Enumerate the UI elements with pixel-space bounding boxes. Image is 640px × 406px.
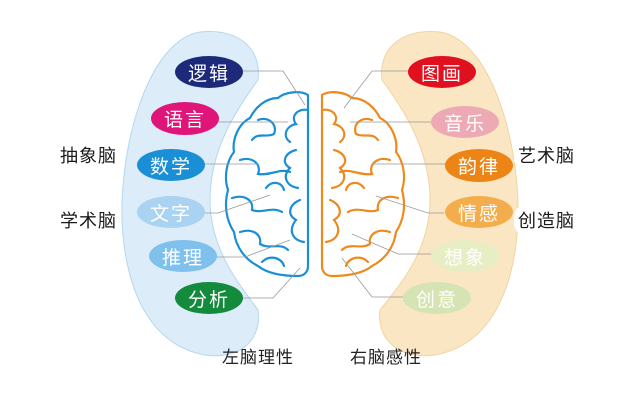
pill-writing: 文字 <box>137 196 205 228</box>
pill-drawing: 图画 <box>408 56 476 88</box>
pill-math: 数学 <box>137 149 205 181</box>
pill-emotion: 情感 <box>445 196 513 228</box>
left-brain-title: 左脑理性 <box>222 348 294 368</box>
pill-music: 音乐 <box>431 106 499 138</box>
pill-imagination: 想象 <box>431 240 499 272</box>
right-connectors <box>341 70 446 298</box>
pill-creativity: 创意 <box>403 282 471 314</box>
pill-label: 推理 <box>161 246 204 269</box>
label-academic-brain: 学术脑 <box>56 206 121 234</box>
right-brain-title: 右脑感性 <box>350 348 422 368</box>
pill-label: 创意 <box>415 288 458 311</box>
pill-reasoning: 推理 <box>149 240 217 272</box>
pill-language: 语言 <box>151 102 219 135</box>
label-creative-brain: 创造脑 <box>514 206 579 234</box>
label-abstract-brain: 抽象脑 <box>56 141 121 169</box>
pill-label: 分析 <box>187 288 230 311</box>
pill-logic: 逻辑 <box>175 56 243 88</box>
pill-label: 音乐 <box>443 112 486 135</box>
pill-label: 情感 <box>457 202 500 225</box>
label-art-brain: 艺术脑 <box>514 141 579 169</box>
pill-rhythm: 韵律 <box>445 149 513 182</box>
left-brain-icon <box>224 91 310 278</box>
pill-label: 语言 <box>163 109 206 131</box>
pill-analysis: 分析 <box>175 282 243 314</box>
pill-label: 逻辑 <box>187 62 230 85</box>
pill-label: 图画 <box>420 62 463 85</box>
pill-label: 韵律 <box>457 156 500 178</box>
pill-label: 想象 <box>443 246 486 269</box>
pill-label: 文字 <box>149 202 192 225</box>
right-brain-icon <box>320 91 406 278</box>
left-connectors <box>204 70 306 299</box>
pill-label: 数学 <box>149 155 192 178</box>
